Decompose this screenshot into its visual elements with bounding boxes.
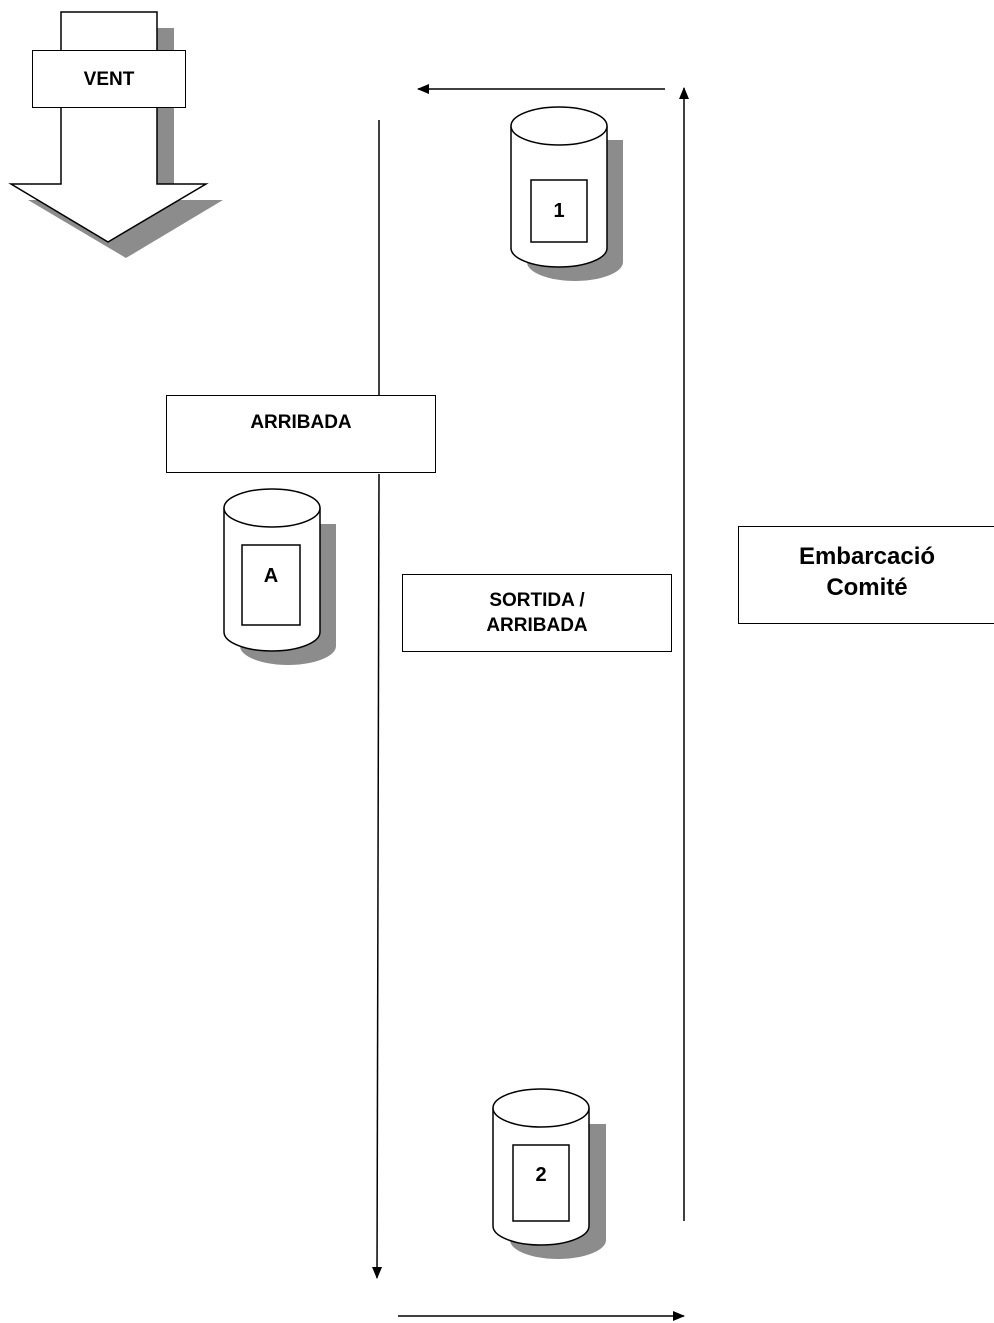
cylinder-a-icon — [223, 488, 336, 665]
vent-label-box: VENT — [32, 50, 186, 108]
vent-arrow-icon — [8, 11, 223, 258]
left-vertical-arrow — [372, 473, 383, 1279]
cylinder-2-icon — [492, 1088, 606, 1259]
arribada-label: ARRIBADA — [250, 412, 352, 433]
vent-label: VENT — [83, 68, 135, 90]
sortida-arribada-box: SORTIDA / ARRIBADA — [402, 574, 672, 652]
embarcacio-comite-label: Embarcació Comité — [798, 543, 936, 601]
cylinder-1-label: 1 — [553, 199, 565, 222]
arribada-box: ARRIBADA — [166, 395, 436, 473]
sortida-arribada-label: SORTIDA / ARRIBADA — [486, 590, 588, 636]
cylinder-2-label: 2 — [535, 1163, 547, 1186]
embarcacio-comite-box: Embarcació Comité — [738, 526, 994, 624]
cylinder-1-icon — [510, 106, 623, 281]
cylinder-a-label: A — [263, 564, 279, 587]
